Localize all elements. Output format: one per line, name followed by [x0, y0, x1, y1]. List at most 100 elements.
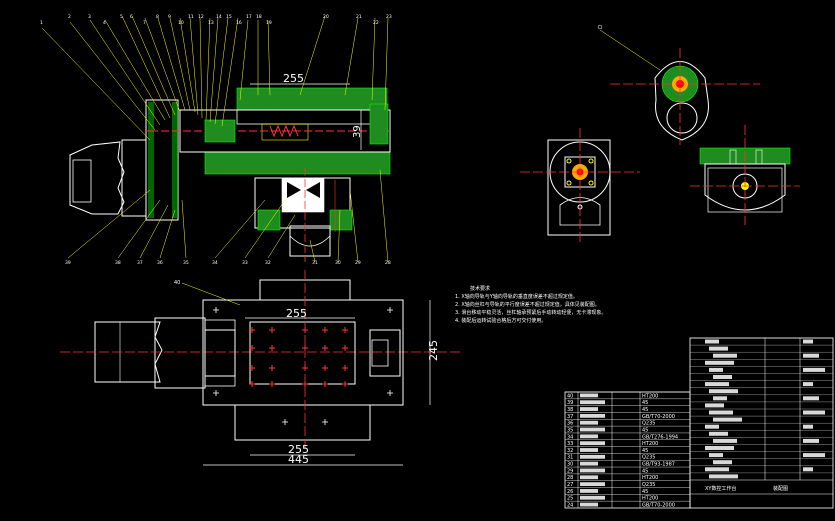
title-block-entry	[803, 424, 813, 429]
parts-row-name	[580, 434, 598, 439]
parts-row-name	[580, 468, 605, 473]
parts-row-material: HT200	[642, 393, 658, 399]
parts-row-material: Q235	[642, 455, 655, 461]
parts-row-name	[580, 502, 598, 507]
balloon-label: 35	[183, 260, 189, 266]
parts-row-number: 37	[567, 414, 573, 420]
side-view-left	[520, 128, 640, 245]
parts-row-material: Q235	[642, 482, 655, 488]
balloon-label: 11	[188, 14, 194, 20]
title-block-entry	[705, 467, 729, 472]
dim-plan-inner-width: 255	[286, 307, 307, 320]
title-block-entry	[709, 410, 733, 415]
dim-plan-bottom: 255	[288, 443, 309, 456]
note-line: 4. 装配后运转试验合格后方可交付使用。	[455, 317, 546, 324]
balloon-label: 3	[88, 14, 91, 20]
leaders-bottom	[67, 169, 389, 263]
parts-row-number: 33	[567, 441, 573, 447]
parts-row-material: 45	[642, 448, 648, 454]
title-block-entry	[709, 474, 738, 479]
balloon-label: 16	[236, 20, 242, 26]
parts-row-number: 36	[567, 421, 573, 427]
parts-row-material: Q235	[642, 421, 655, 427]
title-block-entry	[713, 396, 727, 401]
parts-row-material: HT200	[642, 475, 658, 481]
balloon-label: 7	[143, 20, 146, 26]
parts-row-number: 35	[567, 427, 573, 433]
parts-row-name	[580, 441, 605, 446]
side-view-top	[597, 24, 760, 145]
parts-row-material: 45	[642, 400, 648, 406]
parts-row-number: 30	[567, 462, 573, 468]
balloon-label: 34	[212, 260, 218, 266]
title-block-entry	[803, 453, 825, 458]
plan-view: 255 245 255 445 40	[60, 270, 460, 466]
parts-row-material: GB/T276-1994	[642, 434, 678, 440]
notes-title: 技术要求	[470, 285, 490, 292]
balloon-label: 32	[265, 260, 271, 266]
parts-row-name	[580, 475, 598, 480]
title-block-entry	[705, 360, 734, 365]
balloon-label: 8	[156, 14, 159, 20]
parts-row-material: GB/T93-1987	[642, 462, 675, 468]
balloon-label: 31	[312, 260, 318, 266]
technical-notes: 技术要求 1. X轴向导轨与Y轴向导轨的垂直度误差不超过规定值。 2. X轴向丝…	[455, 285, 606, 324]
leaders-top	[41, 15, 389, 141]
parts-row-name	[580, 448, 598, 452]
parts-row-number: 40	[567, 393, 573, 399]
title-block-entry	[803, 382, 813, 387]
title-block-entry	[713, 417, 742, 422]
title-block-entry	[709, 453, 723, 458]
parts-row-name	[580, 489, 598, 493]
dim-plan-height: 245	[427, 340, 440, 361]
drawing-name: XY数控工作台	[705, 485, 736, 492]
balloon-label: 33	[242, 260, 248, 266]
parts-row-number: 24	[567, 503, 573, 509]
title-block-entry	[709, 367, 723, 372]
note-line: 2. X轴向丝杠与导轨的平行度误差不超过规定值，具体见装配图。	[455, 301, 600, 308]
parts-row-number: 34	[567, 434, 573, 440]
balloon-label: 21	[356, 14, 362, 20]
plan-balloon: 40	[174, 280, 180, 286]
balloon-label: 19	[266, 20, 272, 26]
balloon-label: 17	[246, 14, 252, 20]
parts-row-material: 45	[642, 407, 648, 413]
title-block-entry	[705, 339, 719, 344]
title-block-entry	[803, 353, 819, 358]
dim-plan-overall: 445	[288, 453, 309, 466]
balloon-label: 9	[168, 14, 171, 20]
title-block-entry	[713, 438, 737, 443]
title-block-entry	[803, 438, 819, 443]
parts-row-name	[580, 454, 605, 459]
title-block-entry	[705, 446, 734, 450]
parts-row-name	[580, 461, 598, 466]
parts-row-material: 45	[642, 489, 648, 495]
title-block-entry	[705, 382, 729, 387]
title-block: XY数控工作台 装配图	[689, 337, 834, 509]
parts-row-number: 29	[567, 468, 573, 474]
balloon-label: 5	[120, 14, 123, 20]
drawing-mark: 装配图	[773, 485, 788, 492]
parts-row-number: 38	[567, 407, 573, 413]
title-block-entry	[713, 375, 732, 379]
balloon-label: 28	[385, 260, 391, 266]
title-block-entry	[705, 424, 719, 429]
parts-row-number: 26	[567, 489, 573, 495]
parts-row-name	[580, 482, 605, 487]
parts-row-material: GB/T70-2000	[642, 503, 675, 509]
title-block-entry	[709, 431, 728, 436]
title-block-entry	[705, 403, 724, 408]
balloon-label: 2	[68, 14, 71, 20]
side-view-right	[690, 125, 800, 225]
parts-row-name	[580, 400, 605, 405]
balloon-label: 38	[115, 260, 121, 266]
balloon-label: 18	[256, 14, 262, 20]
parts-row-number: 31	[567, 455, 573, 461]
parts-row-number: 28	[567, 475, 573, 481]
balloon-label: 22	[373, 20, 379, 26]
parts-row-number: 27	[567, 482, 573, 488]
